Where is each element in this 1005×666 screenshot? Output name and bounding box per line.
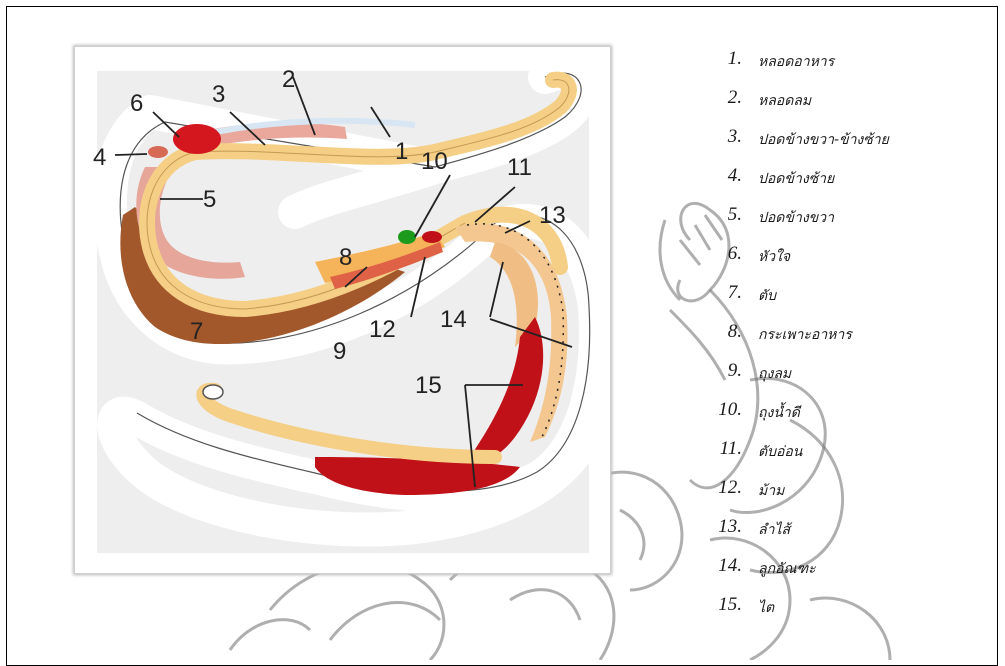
legend-label: ลำไส้ <box>758 519 790 541</box>
legend-label: ปอดข้างซ้าย <box>758 168 834 190</box>
legend-number: 4. <box>702 165 742 187</box>
diagram-label-2: 2 <box>282 66 295 93</box>
gallbladder <box>398 230 416 244</box>
legend-number: 11. <box>702 438 742 460</box>
diagram-label-1: 1 <box>395 138 408 165</box>
diagram-label-14: 14 <box>440 306 467 333</box>
diagram-label-8: 8 <box>339 244 352 271</box>
legend-number: 10. <box>702 399 742 421</box>
legend-number: 7. <box>702 282 742 304</box>
diagram-label-13: 13 <box>539 202 566 229</box>
diagram-label-15: 15 <box>415 372 442 399</box>
legend-number: 15. <box>702 594 742 616</box>
legend-number: 12. <box>702 477 742 499</box>
snake-anatomy-figure: 6 4 3 2 1 5 7 8 9 10 11 12 13 14 15 <box>74 46 611 574</box>
diagram-label-3: 3 <box>212 81 225 108</box>
legend-label: ปอดข้างขวา-ข้างซ้าย <box>758 129 889 151</box>
diagram-label-7: 7 <box>190 318 203 345</box>
legend-label: หัวใจ <box>758 246 790 268</box>
legend-number: 9. <box>702 360 742 382</box>
legend-label: ตับอ่อน <box>758 441 802 463</box>
legend-label: ลูกอัณฑะ <box>758 558 816 580</box>
diagram-label-11: 11 <box>507 154 532 181</box>
legend-number: 3. <box>702 126 742 148</box>
legend-number: 14. <box>702 555 742 577</box>
diagram-label-9: 9 <box>333 338 346 365</box>
legend-label: หลอดอาหาร <box>758 51 834 73</box>
diagram-label-4: 4 <box>93 144 106 171</box>
legend-label: ปอดข้างขวา <box>758 207 834 229</box>
legend-number: 6. <box>702 243 742 265</box>
legend-number: 5. <box>702 204 742 226</box>
legend-label: หลอดลม <box>758 90 811 112</box>
cloaca <box>203 385 223 399</box>
legend-label: ม้าม <box>758 480 784 502</box>
heart <box>173 124 221 154</box>
diagram-label-12: 12 <box>369 316 396 343</box>
legend-label: ไต <box>758 597 774 619</box>
legend-label: กระเพาะอาหาร <box>758 324 852 346</box>
snake-anatomy-diagram: 6 4 3 2 1 5 7 8 9 10 11 12 13 14 15 <box>75 47 610 573</box>
left-lung <box>148 146 168 158</box>
legend-label: ถุงลม <box>758 363 791 385</box>
legend-number: 1. <box>702 48 742 70</box>
legend-label: ถุงน้ำดี <box>758 402 800 424</box>
legend-number: 2. <box>702 87 742 109</box>
diagram-label-6: 6 <box>130 90 143 117</box>
diagram-label-5: 5 <box>203 186 216 213</box>
spleen <box>422 231 442 243</box>
diagram-label-10: 10 <box>421 148 448 175</box>
legend-number: 8. <box>702 321 742 343</box>
legend-label: ตับ <box>758 285 776 307</box>
legend-number: 13. <box>702 516 742 538</box>
